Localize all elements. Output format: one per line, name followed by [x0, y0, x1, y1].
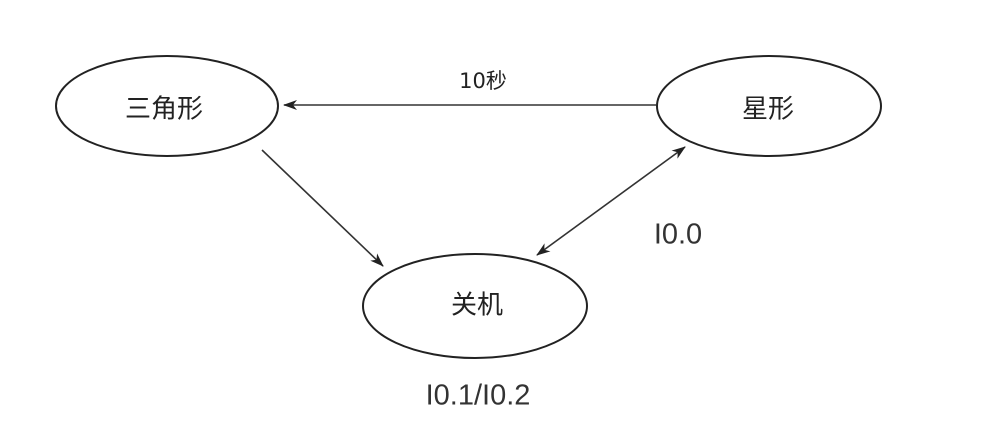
node-triangle-shape — [55, 55, 279, 157]
node-off-shape — [362, 253, 588, 359]
edge-triangle-to-off — [261, 149, 384, 267]
node-star-label: 星形 — [741, 94, 795, 125]
edge-timer-label: 10秒 — [459, 69, 507, 93]
off-input-label: I0.1/I0.2 — [425, 379, 531, 412]
node-star-shape — [656, 55, 882, 157]
edge-star-off-bidirectional — [536, 146, 686, 256]
edge-input-label: I0.0 — [653, 218, 703, 251]
node-triangle-label: 三角形 — [124, 94, 204, 125]
node-off-label: 关机 — [450, 290, 504, 321]
